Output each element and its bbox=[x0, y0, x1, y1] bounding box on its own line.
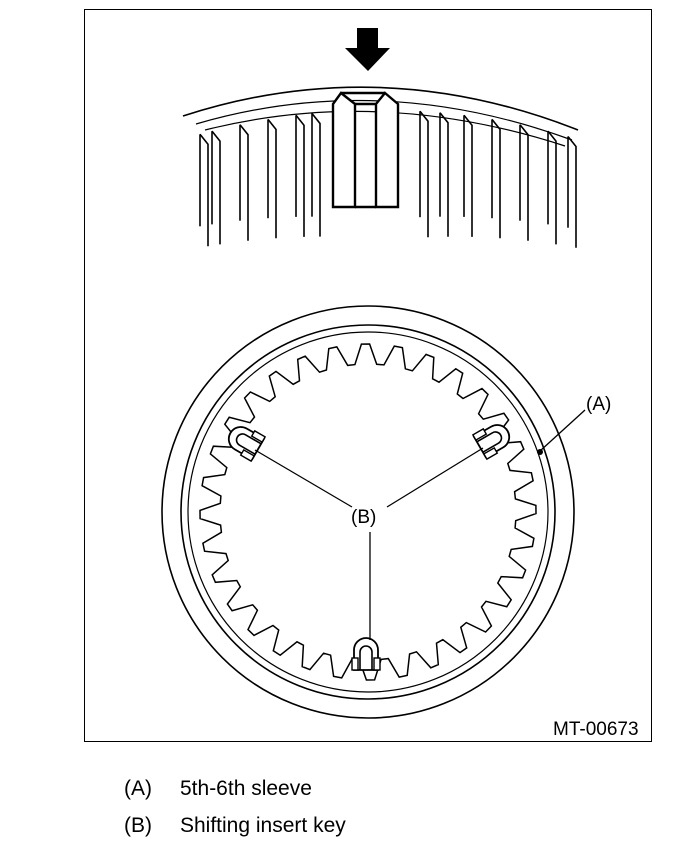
inner-spline-teeth bbox=[199, 343, 537, 681]
spline-tooth bbox=[419, 110, 429, 238]
figure-frame bbox=[84, 9, 652, 742]
legend-text: 5th-6th sleeve bbox=[180, 777, 312, 800]
callout-a: (A) bbox=[586, 394, 611, 415]
sleeve-partial-view bbox=[182, 86, 579, 248]
spline-tooth bbox=[239, 124, 249, 241]
sleeve-end-view bbox=[161, 305, 575, 719]
insert-keys bbox=[227, 424, 511, 671]
spline-teeth bbox=[199, 110, 577, 248]
legend-item: (A) 5th-6th sleeve bbox=[124, 770, 624, 807]
spline-tooth bbox=[463, 114, 473, 237]
spline-tooth bbox=[491, 118, 501, 239]
leader-lines-b bbox=[254, 447, 484, 640]
press-arrow-icon bbox=[345, 28, 390, 71]
legend-item: (B) Shifting insert key bbox=[124, 807, 624, 844]
legend-key: (B) bbox=[124, 814, 152, 837]
insert-key-icon bbox=[227, 426, 267, 463]
spline-tooth bbox=[267, 118, 277, 239]
spline-tooth bbox=[199, 133, 209, 247]
spline-tooth bbox=[567, 136, 577, 248]
spline-tooth bbox=[439, 112, 449, 237]
spline-tooth bbox=[211, 130, 221, 245]
legend-key: (A) bbox=[124, 777, 152, 800]
spline-tooth bbox=[547, 130, 557, 245]
spline-tooth bbox=[311, 112, 321, 237]
spline-tooth bbox=[519, 124, 529, 241]
legend: (A) 5th-6th sleeve (B) Shifting insert k… bbox=[124, 770, 624, 844]
leader-line-a bbox=[537, 409, 586, 455]
insert-key-icon bbox=[351, 637, 381, 671]
insert-key-groove bbox=[331, 91, 400, 209]
legend-text: Shifting insert key bbox=[180, 814, 346, 837]
figure-code: MT-00673 bbox=[553, 719, 639, 740]
spline-tooth bbox=[295, 114, 305, 237]
insert-key-icon bbox=[471, 424, 511, 461]
callout-b: (B) bbox=[351, 507, 376, 528]
